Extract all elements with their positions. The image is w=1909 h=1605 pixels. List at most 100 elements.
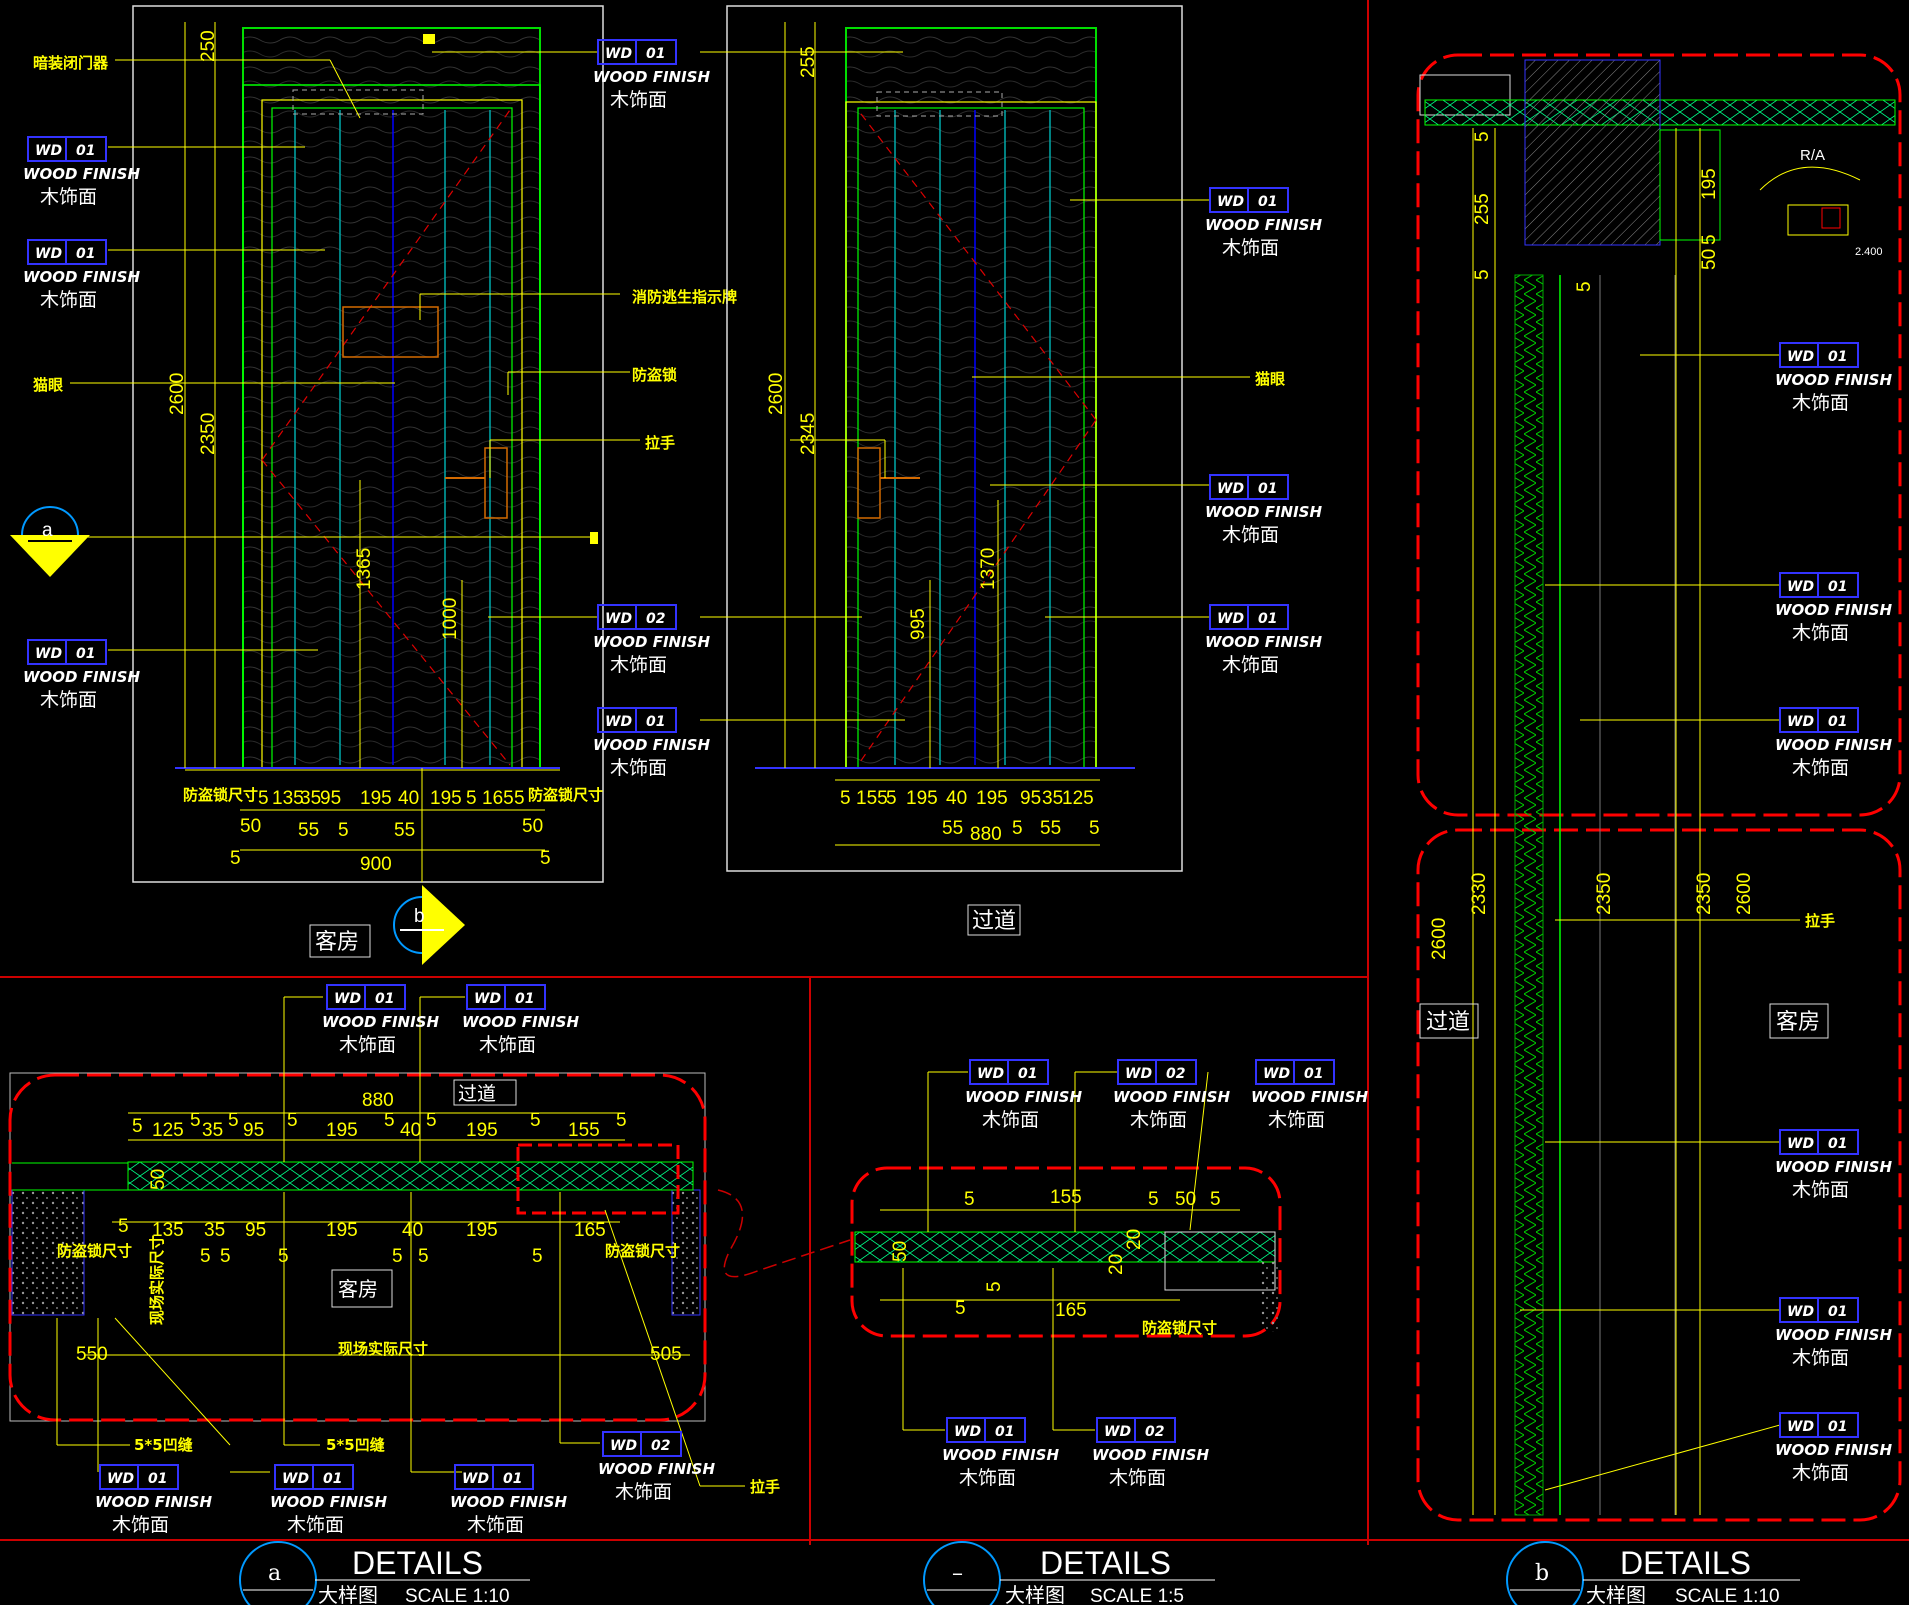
wood-tag-finish-en: WOOD FINISH [23,668,140,686]
plan-a-corridor: 过道 [458,1083,496,1105]
wood-tag-finish-en: WOOD FINISH [1775,1158,1892,1176]
sr-l2: 2330 [1469,873,1490,915]
wood-tag-code: 02 [646,611,665,627]
pb-d10: 165 [1055,1300,1087,1321]
title-b-details: DETAILS [1040,1545,1171,1581]
dim-a-b8: 5 [466,788,477,809]
dim-b-b2: 155 [856,788,888,809]
wood-tag-code: 01 [503,1471,522,1487]
wood-tag-finish-en: WOOD FINISH [1092,1446,1209,1464]
wood-tag-code: 02 [1145,1424,1164,1440]
pa-t4: 35 [202,1120,223,1141]
pb-d2: 5 [1148,1189,1159,1210]
wood-tag-code: 01 [1828,1419,1847,1435]
plan-b: 5 155 5 50 5 50 20 20 5 5 165 防盗锁尺寸 [850,1071,1282,1431]
sr-d2: 255 [1472,193,1493,225]
dim-a-lock-right: 防盗锁尺寸 [528,786,603,804]
callout-lock: 防盗锁 [632,366,677,384]
wood-tag-finish-cn: 木饰面 [1792,1179,1849,1201]
pa-lock-left: 防盗锁尺寸 [57,1242,132,1260]
wood-tag-finish-en: WOOD FINISH [593,736,710,754]
dim-b-c1: 55 [942,818,963,839]
wood-tag-prefix: WD [610,1438,637,1454]
wood-tag-finish-en: WOOD FINISH [322,1013,439,1031]
wood-tag-prefix: WD [462,1471,489,1487]
pb-d0: 5 [964,1189,975,1210]
wood-tag-finish-cn: 木饰面 [40,689,97,711]
wood-tag-prefix: WD [1125,1066,1152,1082]
wood-tag-prefix: WD [1787,579,1814,595]
section-right: R/A 2.400 5 255 5 195 50 5 5 2600 2330 2… [1416,53,1902,1522]
title-a-marker: a [268,1561,281,1586]
pa-t12: 195 [466,1120,498,1141]
wood-tag-code: 01 [1828,1136,1847,1152]
pa-m2: 135 [152,1220,184,1241]
pa-b1: 505 [650,1344,682,1365]
title-c-details: DETAILS [1620,1545,1751,1581]
wood-tag-prefix: WD [1787,1136,1814,1152]
wood-tag-finish-en: WOOD FINISH [1775,1326,1892,1344]
dim-a-c1: 50 [240,816,261,837]
wood-tag-code: 01 [323,1471,342,1487]
dim-b-c3: 5 [1012,818,1023,839]
wood-tag-finish-cn: 木饰面 [40,186,97,208]
wood-tag-prefix: WD [1263,1066,1290,1082]
wood-tag-finish-en: WOOD FINISH [23,268,140,286]
wood-tag-finish-cn: 木饰面 [1222,524,1279,546]
dim-a-b9: 165 [482,788,514,809]
dim-a-v-1000: 1000 [440,598,461,640]
dim-a-d1: 5 [230,848,241,869]
pa-b0: 550 [76,1344,108,1365]
pa-t7: 5 [287,1110,298,1131]
sr-d7: 5 [1574,281,1595,292]
wood-tag-prefix: WD [1787,349,1814,365]
callout-concealed-closer: 暗装闭门器 [33,54,109,72]
pa-m6: 40 [402,1220,423,1241]
pa-t9: 5 [384,1110,395,1131]
wood-tag-prefix: WD [334,991,361,1007]
dim-b-c4: 55 [1040,818,1061,839]
wood-tag-finish-en: WOOD FINISH [95,1493,212,1511]
dim-a-b2: 135 [272,788,304,809]
dim-b-v-1370: 1370 [978,548,999,590]
wood-tag-finish-cn: 木饰面 [467,1514,524,1536]
wood-tag-code: 01 [1258,194,1277,210]
wood-tag-finish-en: WOOD FINISH [270,1493,387,1511]
wood-tag-finish-en: WOOD FINISH [1251,1088,1368,1106]
wood-tag-finish-cn: 木饰面 [1792,757,1849,779]
dim-a-b6: 40 [398,788,419,809]
wood-tag-code: 02 [651,1438,670,1454]
pa-m7: 195 [466,1220,498,1241]
wood-tag-code: 01 [995,1424,1014,1440]
wood-tag-finish-cn: 木饰面 [112,1514,169,1536]
wood-tag-code: 01 [76,646,95,662]
wood-tag-code: 01 [1828,579,1847,595]
wood-tag-finish-cn: 木饰面 [610,89,667,111]
dim-b-v-995: 995 [908,608,929,640]
wood-tag-finish-en: WOOD FINISH [965,1088,1082,1106]
sr-d1: 5 [1472,131,1493,142]
pa-l5: 5 [532,1246,543,1267]
wood-tag-finish-cn: 木饰面 [1792,392,1849,414]
title-b-sub: 大样图 [1005,1583,1065,1605]
dim-a-c3: 5 [338,820,349,841]
dim-a-d3: 5 [540,848,551,869]
dim-a-v-2350: 2350 [198,413,219,455]
callout-handle-r: 拉手 [1805,912,1835,930]
pa-m4: 95 [245,1220,266,1241]
wood-tag-finish-cn: 木饰面 [339,1034,396,1056]
pa-t2: 125 [152,1120,184,1141]
room-label-b: 过道 [972,909,1016,934]
pa-m0: 50 [148,1169,169,1190]
title-c-sub: 大样图 [1586,1583,1646,1605]
